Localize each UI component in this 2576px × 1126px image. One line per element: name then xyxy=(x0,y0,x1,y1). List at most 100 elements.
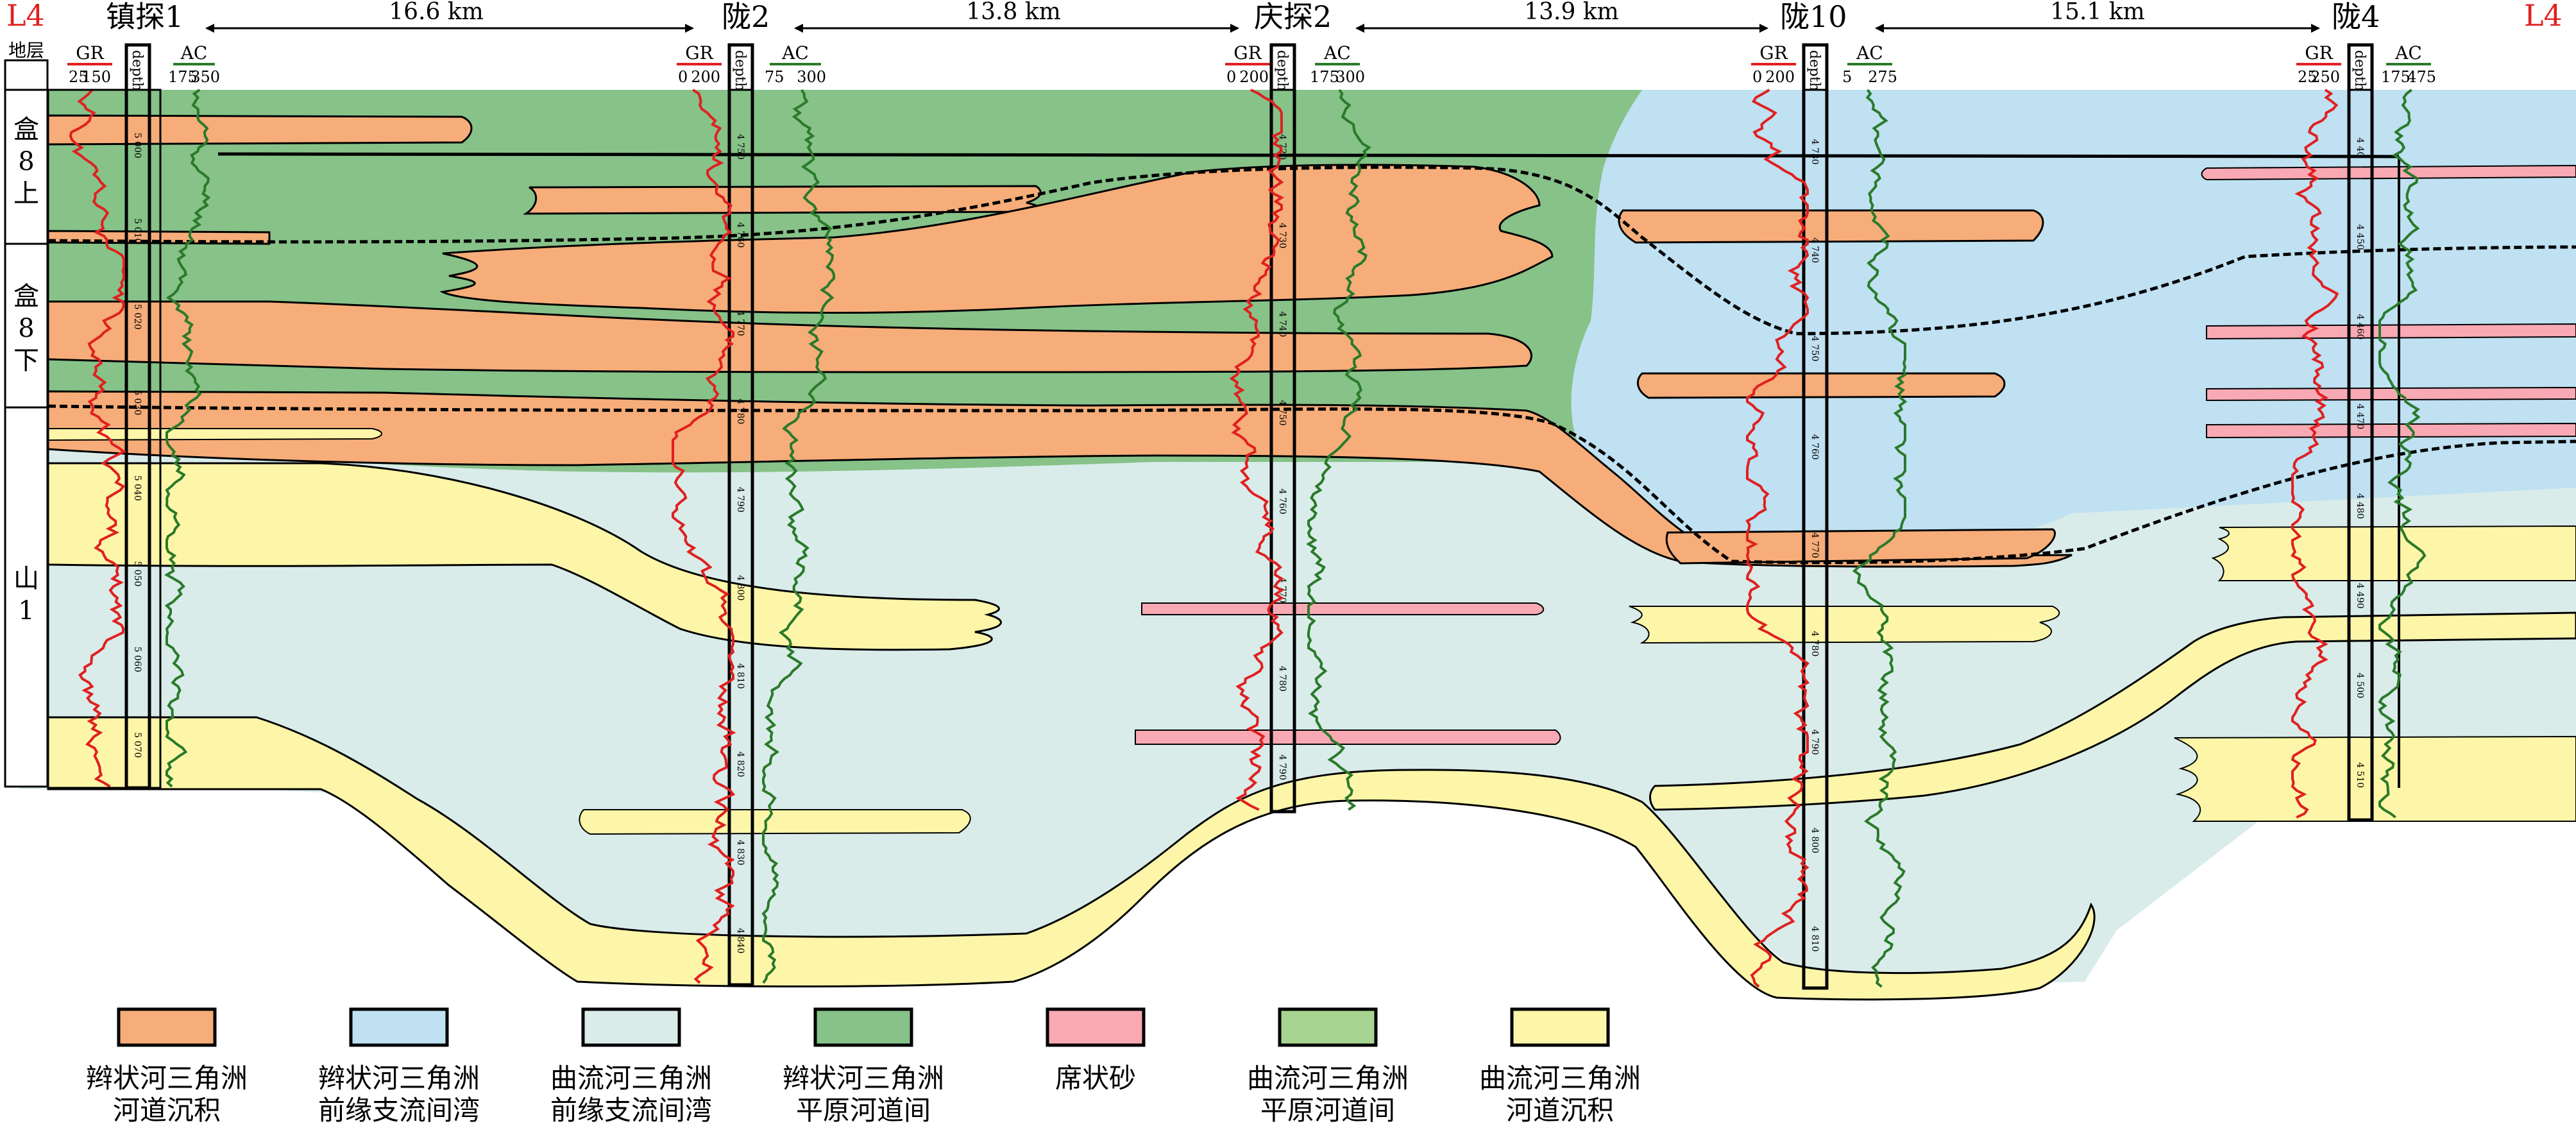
legend-swatch xyxy=(813,1007,913,1047)
correlation-surfaces xyxy=(47,166,2576,565)
legend-swatch xyxy=(581,1007,681,1047)
depth-tick-label: 4 730 xyxy=(1277,223,1287,248)
depth-tick-label: 5 040 xyxy=(132,475,142,501)
legend-label-line1: 辫状河三角洲 xyxy=(318,1062,480,1094)
section-label-right: L4 xyxy=(2524,0,2563,33)
depth-tick-label: 4 760 xyxy=(1809,434,1820,460)
ac-scale-max: 275 xyxy=(1868,68,1897,86)
depth-tick-label: 4 750 xyxy=(1277,400,1287,425)
legend-label-line2: 河道沉积 xyxy=(1506,1095,1614,1126)
strat-unit-h8s-char3: 上 xyxy=(13,179,39,209)
ac-label: AC xyxy=(781,42,809,64)
depth-tick-label: 4 490 xyxy=(2355,583,2365,609)
well-name-3: 庆探2 xyxy=(1254,0,1332,34)
depth-tick-label: 4 750 xyxy=(735,134,745,160)
strat-unit-h8s-char1: 盒 xyxy=(13,115,39,144)
gr-curve xyxy=(1745,89,1810,988)
depth-tick-label: 4 500 xyxy=(2355,672,2365,698)
legend-swatch xyxy=(1510,1007,1610,1047)
gr-scale-max: 200 xyxy=(1765,68,1795,86)
ac-scale-min: 175 xyxy=(1310,68,1339,86)
depth-tick-label: 4 730 xyxy=(1809,139,1820,165)
depth-tick-label: 4 770 xyxy=(1809,533,1820,558)
datum-line xyxy=(217,152,2400,158)
ac-scale-min: 5 xyxy=(1842,68,1852,86)
gr-scale-min: 0 xyxy=(678,68,688,86)
gr-scale-min: 25 xyxy=(2298,68,2318,86)
gr-curve xyxy=(69,89,126,788)
depth-tick-label: 4 800 xyxy=(1809,828,1820,853)
depth-header: depth xyxy=(1806,50,1822,91)
meander-channel-bodies xyxy=(47,428,2576,1001)
ac-curve xyxy=(761,89,835,984)
depth-tick-label: 4 760 xyxy=(735,222,745,248)
well-name-2: 陇2 xyxy=(722,0,770,34)
strat-header: 地层 xyxy=(8,40,44,61)
depth-tick-label: 4 790 xyxy=(1809,729,1820,755)
ac-label: AC xyxy=(1323,42,1351,64)
legend-label-line1: 曲流河三角洲 xyxy=(550,1062,712,1094)
gr-label: GR xyxy=(685,42,713,64)
strat-unit-s1-char1: 山 xyxy=(13,564,39,593)
depth-tick-label: 4 820 xyxy=(735,751,745,777)
ac-scale-min: 75 xyxy=(765,68,784,86)
strat-unit-h8x-char3: 下 xyxy=(13,346,39,375)
ac-curve xyxy=(1306,89,1371,811)
legend-item: 席状砂 xyxy=(1046,1007,1146,1094)
gr-curve xyxy=(1229,89,1285,811)
strat-unit-s1-char2: 1 xyxy=(18,596,34,626)
depth-tick-label: 4 840 xyxy=(735,928,745,953)
depth-tick-label: 5 060 xyxy=(132,647,142,672)
legend-label-line1: 曲流河三角洲 xyxy=(1479,1062,1641,1094)
ac-scale-min: 175 xyxy=(2381,68,2411,86)
depth-tick-label: 4 740 xyxy=(1277,311,1287,337)
depth-tick-label: 5 030 xyxy=(132,389,142,415)
ac-scale-max: 300 xyxy=(1335,68,1365,86)
ac-scale-max: 300 xyxy=(797,68,826,86)
strat-unit-h8x-char1: 盒 xyxy=(13,282,39,311)
strat-unit-h8s-char2: 8 xyxy=(18,147,34,176)
legend-label-line1: 辫状河三角洲 xyxy=(783,1062,944,1094)
ac-scale-min: 175 xyxy=(168,68,198,86)
gr-label: GR xyxy=(1233,42,1262,64)
gr-curve xyxy=(672,89,736,984)
legend-label-line1: 席状砂 xyxy=(1055,1062,1136,1094)
well-name-1: 镇探1 xyxy=(106,0,183,34)
gr-label: GR xyxy=(76,42,104,64)
gr-scale-max: 200 xyxy=(1239,68,1269,86)
legend-swatch xyxy=(349,1007,449,1047)
legend-label-line2: 平原河道间 xyxy=(796,1095,931,1126)
ac-label: AC xyxy=(1856,42,1883,64)
depth-tick-label: 4 460 xyxy=(2355,314,2365,339)
depth-track xyxy=(727,43,754,987)
braided-front-bay-region xyxy=(1571,90,2576,557)
well-name-4: 陇10 xyxy=(1780,0,1847,34)
ac-scale-max: 475 xyxy=(2407,68,2436,86)
gr-scale-max: 250 xyxy=(2310,68,2340,86)
depth-tick-label: 5 020 xyxy=(132,304,142,330)
ac-label: AC xyxy=(2394,42,2422,64)
depth-tick-label: 4 750 xyxy=(1809,336,1820,361)
depth-tick-label: 4 780 xyxy=(1277,666,1287,692)
ac-curve xyxy=(164,89,211,788)
legend-label-line1: 曲流河三角洲 xyxy=(1247,1062,1409,1094)
well-name-5: 陇4 xyxy=(2332,0,2380,34)
distance-label-1: 16.6 km xyxy=(389,0,484,25)
legend-swatch xyxy=(117,1007,217,1047)
depth-header: depth xyxy=(2351,50,2368,91)
ac-curve xyxy=(1852,89,1908,988)
distance-label-4: 15.1 km xyxy=(2050,0,2145,25)
sheet-sand-bodies xyxy=(1135,164,2576,745)
depth-tick-label: 4 790 xyxy=(735,487,745,513)
gr-scale-min: 0 xyxy=(1226,68,1236,86)
ac-label: AC xyxy=(180,42,208,64)
depth-tick-label: 4 40 xyxy=(2355,137,2365,157)
depth-tick-label: 4 810 xyxy=(1809,926,1820,951)
